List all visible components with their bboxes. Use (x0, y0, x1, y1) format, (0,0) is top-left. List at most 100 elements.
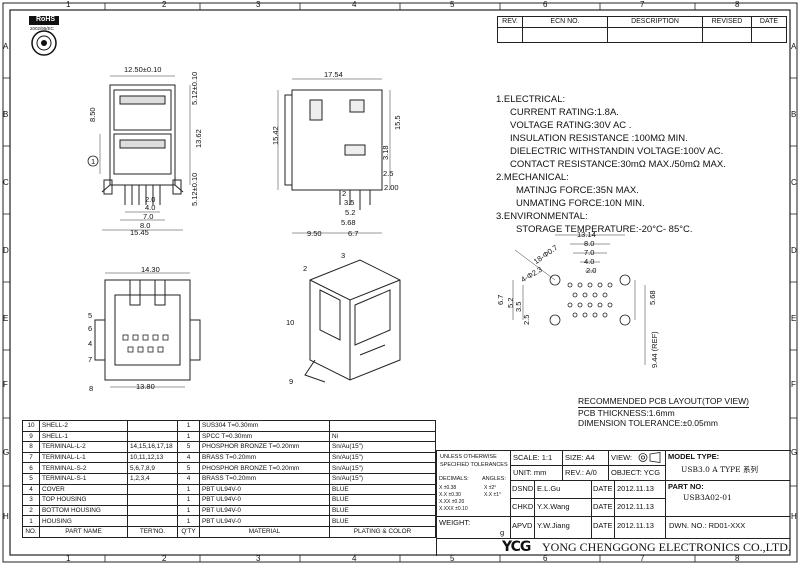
bom-part-name: TERMINAL-S-1 (39, 472, 128, 485)
grid-col-8: 8 (735, 0, 740, 9)
bottom-width-dim: 14.30 (141, 265, 160, 274)
bom-plating: Sn/Au(15") (329, 451, 436, 464)
tol-xxxx: X.XXX ±0.10 (439, 506, 468, 512)
object-cell: OBJECT: YCG (608, 465, 666, 481)
revised-header: REVISED (702, 16, 752, 28)
bom-terminal-no (127, 504, 178, 517)
rohs-text: RoHS (36, 16, 56, 23)
side-dim-5-68: 5.68 (341, 218, 356, 227)
grid-row-e-right: E (791, 314, 797, 323)
bom-plating: BLUE (329, 504, 436, 517)
front-total-height-dim: 13.62 (194, 129, 203, 148)
callout-5: 5 (88, 311, 93, 320)
ecn-header: ECN NO. (522, 16, 608, 28)
apvd-name-cell: Y.W.Jiang (534, 516, 592, 539)
view-cell: VIEW: (608, 450, 666, 466)
note-mechanical: 2.MECHANICAL: (496, 172, 569, 183)
callout-1: 1 (91, 157, 96, 166)
bom-plating: BLUE (329, 515, 436, 527)
front-port-height-dim: 8.50 (88, 107, 97, 122)
ang-xx: X.X ±1° (484, 492, 501, 498)
weight-unit: g (500, 528, 505, 537)
apvd-date-cell: 2012.11.13 (614, 516, 666, 539)
rev-cell: REV.: A/0 (562, 465, 609, 481)
apvd-date: 2012.11.13 (617, 521, 654, 530)
side-dim-2-5-top: 2.5 (383, 169, 394, 178)
front-view-drawing (87, 75, 191, 231)
grid-row-f: F (3, 380, 8, 389)
bom-header-part: PART NAME (39, 525, 128, 538)
bom-no: 3 (22, 494, 40, 506)
grid-row-d-right: D (791, 246, 797, 255)
chkd-name-cell: Y.X.Wang (534, 498, 592, 517)
note-unmating: UNMATING FORCE:10N MIN. (516, 198, 645, 209)
grid-row-g: G (3, 448, 10, 457)
dsnd-date: 2012.11.13 (617, 484, 654, 493)
pcb-dim-4: 4.0 (584, 257, 595, 266)
bom-qty: 1 (177, 504, 200, 517)
side-dim-6-7: 6.7 (348, 229, 359, 238)
callout-2: 2 (303, 264, 308, 273)
side-dim-2-00: 2.00 (384, 183, 399, 192)
rohs-directive: 2002/95/EC (30, 26, 54, 31)
ang-x: X ±2° (484, 485, 497, 491)
grid-row-a-right: A (791, 42, 797, 51)
model-type-label: MODEL TYPE: (668, 452, 720, 461)
rev-header: REV. (497, 16, 523, 28)
tol-unless: UNLESS OTHERWISE (440, 454, 497, 460)
front-pitch-8: 8.0 (140, 221, 151, 230)
chkd-date-label-cell: DATE (591, 498, 615, 517)
bom-plating: BLUE (329, 483, 436, 496)
pcb-dim-2: 2.0 (586, 266, 597, 275)
grid-row-c: C (3, 178, 9, 187)
size-cell: SIZE: A4 (562, 450, 609, 466)
dsnd-name-cell: E.L.Gu (534, 480, 592, 499)
bom-header-no: NO. (22, 525, 40, 538)
bom-material: PHOSPHOR BRONZE T=0.20mm (199, 441, 330, 453)
apvd-name: Y.W.Jiang (537, 521, 570, 530)
grid-row-a: A (3, 42, 9, 51)
apvd-label: APVD (512, 521, 533, 530)
bom-header-qty: Q'TY (177, 525, 200, 538)
bom-header-ter: TER'NO. (127, 525, 178, 538)
pcb-dim-6-7: 6.7 (496, 294, 505, 305)
bom-header-material: MATERIAL (199, 525, 330, 538)
grid-row-h-right: H (791, 512, 797, 521)
tolerance-section: UNLESS OTHERWISE SPECIFIED TOLERANCES DE… (436, 450, 511, 517)
weight-cell: WEIGHT: g (436, 516, 511, 538)
size-text: SIZE: A4 (565, 453, 595, 462)
pcb-dim-9-44: 9.44 (REF) (650, 331, 659, 368)
bom-qty: 5 (177, 462, 200, 474)
bom-qty: 1 (177, 430, 200, 443)
note-voltage: VOLTAGE RATING:30V AC . (510, 120, 632, 131)
bom-part-name: COVER (39, 483, 128, 496)
unit-text: UNIT: mm (513, 468, 547, 477)
bom-no: 6 (22, 462, 40, 474)
front-overall-width: 15.45 (130, 228, 149, 237)
bom-part-name: TERMINAL-L-1 (39, 451, 128, 464)
apvd-date-label: DATE (593, 521, 613, 530)
pcb-layout-drawing (512, 234, 646, 365)
bom-qty: 4 (177, 472, 200, 485)
dsnd-date-cell: 2012.11.13 (614, 480, 666, 499)
company-row: YCG YONG CHENGGONG ELECTRONICS CO.,LTD. (436, 538, 791, 556)
bom-no: 8 (22, 441, 40, 453)
side-dim-3-5: 3.5 (344, 198, 355, 207)
rohs-logo: RoHS 2002/95/EC (28, 15, 60, 57)
pcb-dim-7: 7.0 (584, 248, 595, 257)
company-logo: YCG (502, 539, 531, 555)
grid-col-4-bottom: 4 (352, 554, 357, 563)
bom-plating: Sn/Au(15") (329, 472, 436, 485)
scale-text: SCALE: 1:1 (513, 453, 553, 462)
rev-text: REV.: A/0 (565, 468, 597, 477)
bom-terminal-no: 10,11,12,13 (127, 451, 178, 464)
bom-plating (329, 420, 436, 432)
bom-qty: 1 (177, 515, 200, 527)
bom-no: 1 (22, 515, 40, 527)
pcb-width-dim: 13.14 (577, 230, 596, 239)
bom-material: PHOSPHOR BRONZE T=0.20mm (199, 462, 330, 474)
